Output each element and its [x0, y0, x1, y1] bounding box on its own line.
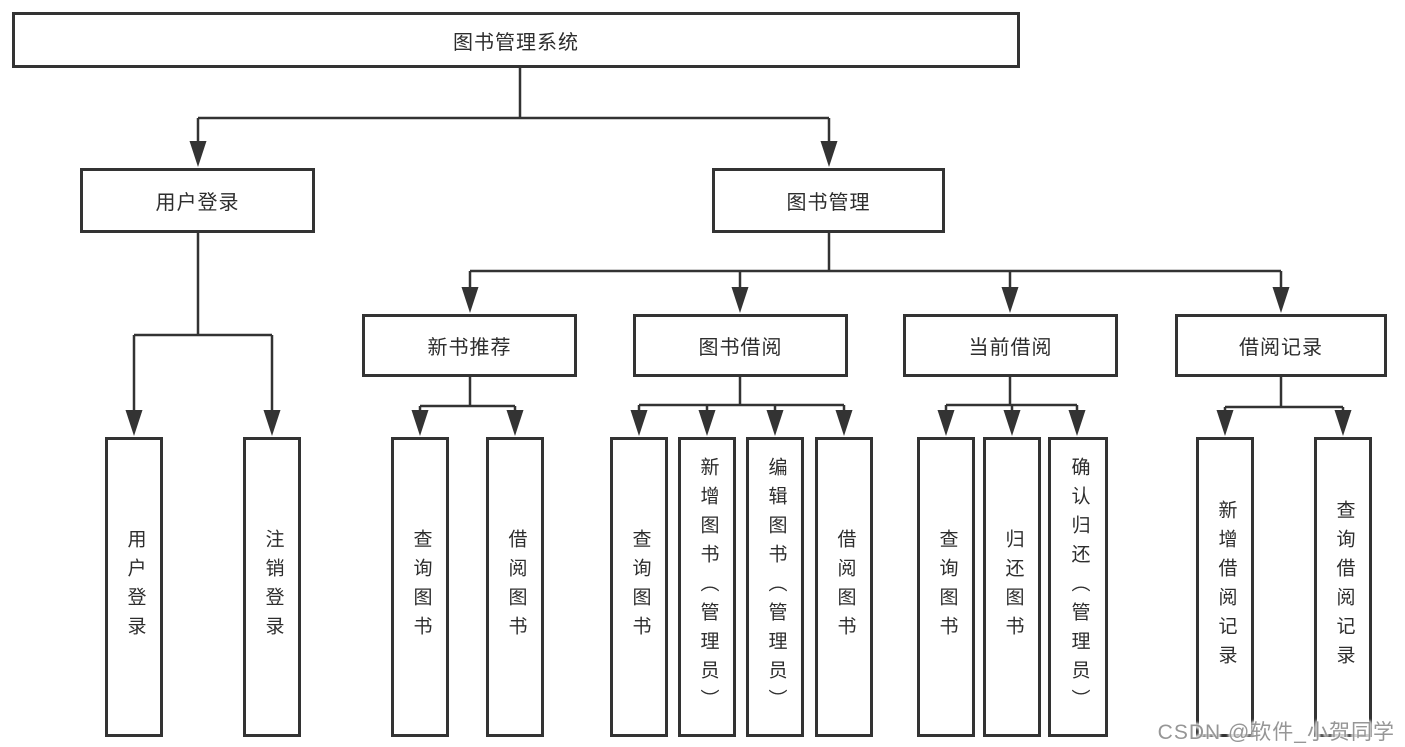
node-book-borrow-label: 图书借阅	[698, 337, 783, 359]
node-borrow-records: 借阅记录	[1175, 314, 1387, 377]
arrowhead-icon	[461, 287, 479, 313]
leaf-add-borrow-record: 新增借阅记录	[1196, 437, 1254, 737]
leaf-confirm-return-admin-label: 确认归还（管理员）	[1068, 456, 1090, 718]
arrowhead-icon	[125, 410, 143, 436]
leaf-query-book-recommend-label: 查询图书	[410, 529, 432, 645]
node-current-borrow-label: 当前借阅	[968, 337, 1053, 359]
leaf-borrow-book-recommend: 借阅图书	[486, 437, 544, 737]
leaf-logout: 注销登录	[243, 437, 301, 737]
node-root-label: 图书管理系统	[453, 31, 579, 54]
arrowhead-icon	[630, 410, 648, 436]
leaf-query-book-recommend: 查询图书	[391, 437, 449, 737]
watermark-text: CSDN @软件_小贺同学	[1157, 721, 1395, 744]
arrowhead-icon	[263, 410, 281, 436]
arrowhead-icon	[731, 287, 749, 313]
leaf-query-borrow-record-label: 查询借阅记录	[1333, 500, 1355, 674]
arrowhead-icon	[937, 410, 955, 436]
leaf-borrow-book: 借阅图书	[815, 437, 873, 737]
leaf-edit-book-admin: 编辑图书（管理员）	[746, 437, 804, 737]
arrowhead-icon	[835, 410, 853, 436]
node-user-login-label: 用户登录	[155, 192, 240, 214]
arrowhead-icon	[1272, 287, 1290, 313]
leaf-query-book-current: 查询图书	[917, 437, 975, 737]
leaf-add-borrow-record-label: 新增借阅记录	[1215, 500, 1237, 674]
arrowhead-icon	[698, 410, 716, 436]
node-book-borrow: 图书借阅	[633, 314, 848, 377]
arrowhead-icon	[1003, 410, 1021, 436]
leaf-query-borrow-record: 查询借阅记录	[1314, 437, 1372, 737]
node-book-management: 图书管理	[712, 168, 945, 233]
leaf-edit-book-admin-label: 编辑图书（管理员）	[765, 456, 787, 718]
leaf-add-book-admin: 新增图书（管理员）	[678, 437, 736, 737]
node-root: 图书管理系统	[12, 12, 1020, 68]
node-borrow-records-label: 借阅记录	[1239, 337, 1323, 359]
leaf-logout-label: 注销登录	[262, 529, 284, 645]
leaf-query-book-current-label: 查询图书	[936, 529, 958, 645]
leaf-user-login-label: 用户登录	[124, 529, 146, 645]
arrowhead-icon	[506, 410, 524, 436]
leaf-borrow-book-label: 借阅图书	[834, 529, 856, 645]
leaf-add-book-admin-label: 新增图书（管理员）	[697, 456, 719, 718]
leaf-user-login: 用户登录	[105, 437, 163, 737]
arrowhead-icon	[766, 410, 784, 436]
arrowhead-icon	[1334, 410, 1352, 436]
leaf-query-book-borrow-label: 查询图书	[629, 529, 651, 645]
leaf-confirm-return-admin: 确认归还（管理员）	[1048, 437, 1108, 737]
node-new-book-recommend-label: 新书推荐	[427, 337, 512, 359]
arrowhead-icon	[820, 141, 838, 167]
arrowhead-icon	[1068, 410, 1086, 436]
leaf-query-book-borrow: 查询图书	[610, 437, 668, 737]
leaf-return-book-label: 归还图书	[1002, 529, 1024, 645]
leaf-return-book: 归还图书	[983, 437, 1041, 737]
node-user-login: 用户登录	[80, 168, 315, 233]
arrowhead-icon	[189, 141, 207, 167]
node-new-book-recommend: 新书推荐	[362, 314, 577, 377]
node-current-borrow: 当前借阅	[903, 314, 1118, 377]
arrowhead-icon	[411, 410, 429, 436]
leaf-borrow-book-recommend-label: 借阅图书	[505, 529, 527, 645]
arrowhead-icon	[1001, 287, 1019, 313]
arrowhead-icon	[1216, 410, 1234, 436]
node-book-management-label: 图书管理	[786, 192, 871, 214]
